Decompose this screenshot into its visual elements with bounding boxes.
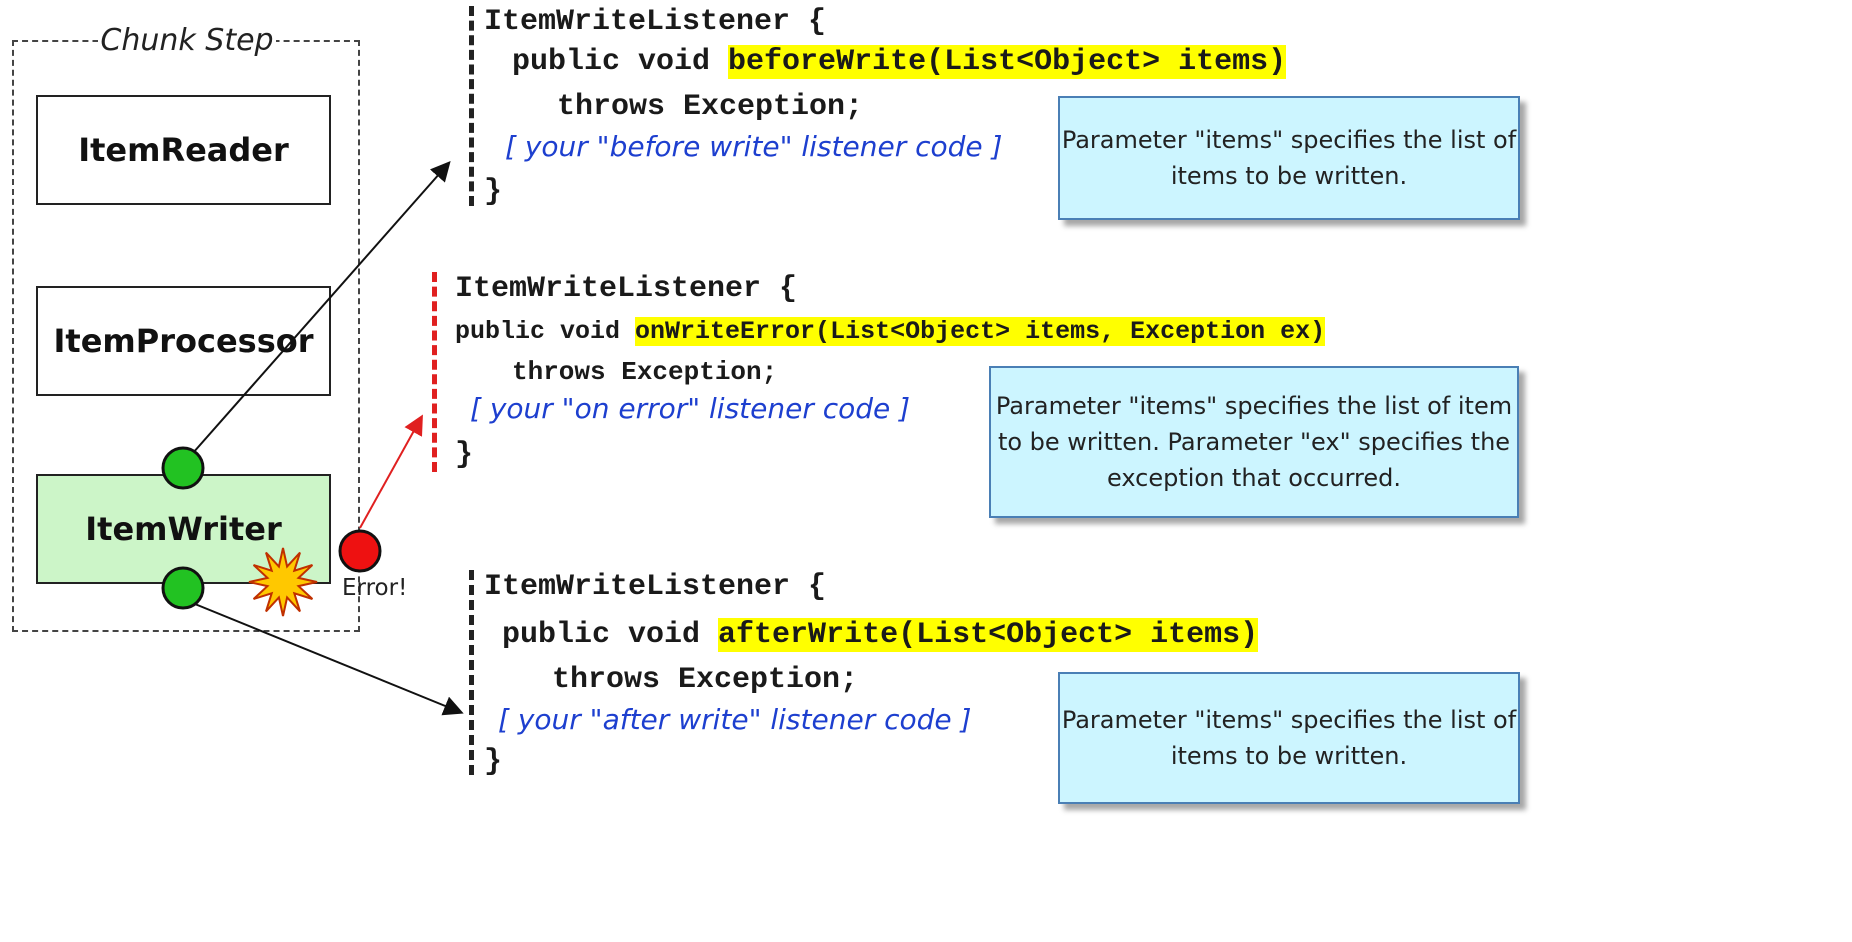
after-write-header: ItemWriteListener { xyxy=(484,570,827,604)
before-write-callout: Parameter "items" specifies the list of … xyxy=(1058,96,1520,220)
after-write-signature-prefix: public void xyxy=(502,618,719,652)
after-write-arrow xyxy=(189,601,464,716)
on-error-comment: [ your "on error" listener code ] xyxy=(470,392,911,425)
before-write-closing: } xyxy=(484,175,503,209)
before-write-bar xyxy=(469,6,474,206)
before-write-throws: throws Exception; xyxy=(557,90,864,124)
on-error-bar xyxy=(432,272,437,472)
on-error-arrow xyxy=(359,414,423,529)
item-reader-box: ItemReader xyxy=(36,95,331,205)
item-reader-label: ItemReader xyxy=(78,131,289,169)
on-error-method: onWriteError(List<Object> items, Excepti… xyxy=(635,317,1326,346)
after-write-throws: throws Exception; xyxy=(552,663,859,697)
before-write-dot xyxy=(161,446,205,490)
item-processor-label: ItemProcessor xyxy=(53,322,314,360)
on-error-signature: public void onWriteError(List<Object> it… xyxy=(455,317,1326,347)
error-label: Error! xyxy=(342,575,408,601)
after-write-closing: } xyxy=(484,745,503,779)
after-write-bar xyxy=(469,570,474,775)
on-error-closing: } xyxy=(455,438,474,472)
before-write-method: beforeWrite(List<Object> items) xyxy=(728,45,1287,79)
after-write-dot xyxy=(161,566,205,610)
item-processor-box: ItemProcessor xyxy=(36,286,331,396)
before-write-arrow xyxy=(184,161,451,463)
before-write-signature-prefix: public void xyxy=(512,45,729,79)
on-error-throws: throws Exception; xyxy=(512,357,778,387)
after-write-signature: public void afterWrite(List<Object> item… xyxy=(502,618,1259,652)
on-error-header: ItemWriteListener { xyxy=(455,272,798,306)
after-write-method: afterWrite(List<Object> items) xyxy=(718,618,1259,652)
error-burst-icon xyxy=(248,547,318,617)
error-dot xyxy=(338,529,382,573)
before-write-signature: public void beforeWrite(List<Object> ite… xyxy=(512,45,1287,79)
chunk-step-title: Chunk Step xyxy=(98,18,276,64)
on-error-signature-prefix: public void xyxy=(455,317,636,346)
after-write-comment: [ your "after write" listener code ] xyxy=(498,703,972,736)
on-error-callout: Parameter "items" specifies the list of … xyxy=(989,366,1519,518)
item-writer-label: ItemWriter xyxy=(85,510,282,548)
after-write-callout: Parameter "items" specifies the list of … xyxy=(1058,672,1520,804)
before-write-header: ItemWriteListener { xyxy=(484,5,827,39)
before-write-comment: [ your "before write" listener code ] xyxy=(505,130,1003,163)
